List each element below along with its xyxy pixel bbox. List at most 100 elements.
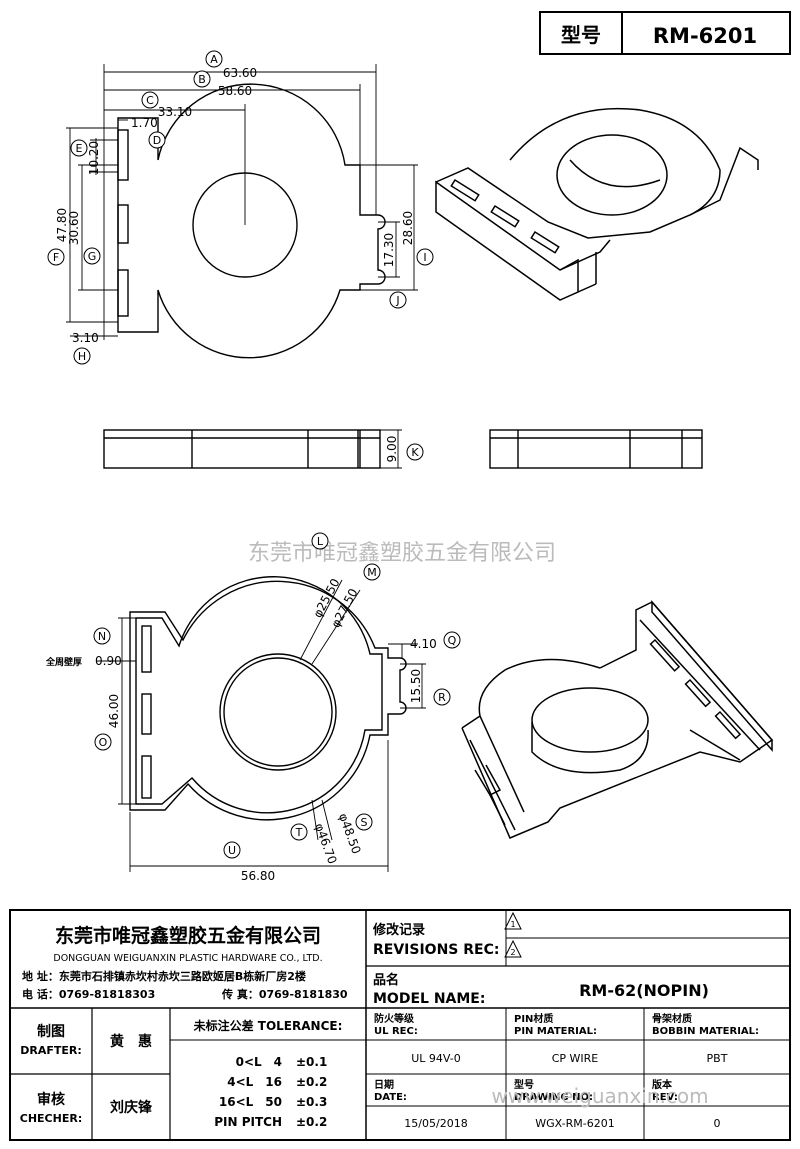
dim-i-value: 28.60 bbox=[401, 211, 415, 245]
dim-u-value: 56.80 bbox=[241, 869, 275, 883]
revision-2-mark: 2 bbox=[510, 948, 515, 957]
dim-e-value: 10.20 bbox=[87, 141, 101, 175]
watermark-center: 东莞市唯冠鑫塑胶五金有限公司 bbox=[248, 541, 556, 566]
ul-label-en: UL REC: bbox=[374, 1026, 418, 1037]
balloon-b: B bbox=[198, 73, 206, 86]
side-view-left-dim bbox=[380, 429, 402, 469]
balloon-m: M bbox=[367, 566, 377, 579]
tolerance-label: 未标注公差 TOLERANCE: bbox=[193, 1018, 343, 1033]
company-address: 地 址：东莞市石排镇赤坎村赤坎三路欧姬居B栋新厂房2楼 bbox=[22, 969, 306, 983]
dim-o-value: 46.00 bbox=[107, 694, 121, 728]
bobbin-label-en: BOBBIN MATERIAL: bbox=[652, 1026, 759, 1037]
dim-h-value: 3.10 bbox=[72, 331, 99, 345]
tolerance-range-4: PIN PITCH bbox=[214, 1115, 282, 1129]
tolerance-value-2: ±0.2 bbox=[296, 1075, 327, 1089]
bobbin-label-cn: 骨架材质 bbox=[652, 1012, 692, 1025]
balloon-h: H bbox=[78, 350, 86, 363]
part-number: RM-6201 bbox=[653, 24, 757, 48]
date-label-cn: 日期 bbox=[374, 1078, 394, 1091]
dim-n-value: 0.90 bbox=[95, 654, 122, 668]
drafter-label-cn: 制图 bbox=[37, 1023, 65, 1040]
tolerance-value-4: ±0.2 bbox=[296, 1115, 327, 1129]
dim-c-value: 33.10 bbox=[158, 105, 192, 119]
checker-label-cn: 审核 bbox=[37, 1091, 65, 1108]
dim-a-value: 63.60 bbox=[223, 66, 257, 80]
model-label-en: MODEL NAME: bbox=[373, 991, 485, 1007]
balloon-f: F bbox=[53, 251, 59, 264]
dim-k-value: 9.00 bbox=[385, 436, 399, 463]
tolerance-range-2: 4<L 16 bbox=[227, 1075, 282, 1089]
balloon-t: T bbox=[295, 826, 303, 839]
tolerance-value-3: ±0.3 bbox=[296, 1095, 327, 1109]
balloon-k: K bbox=[411, 446, 419, 459]
balloon-s: S bbox=[361, 816, 368, 829]
revisions-label-cn: 修改记录 bbox=[372, 922, 425, 938]
side-view-right bbox=[489, 429, 703, 469]
company-fax: 传 真：0769-8181830 bbox=[221, 987, 348, 1001]
isometric-view-bottom bbox=[461, 599, 774, 839]
dim-n-prefix: 全周壁厚 bbox=[45, 656, 82, 668]
balloons-bottom bbox=[93, 532, 461, 859]
rev-label-cn: 版本 bbox=[652, 1078, 673, 1091]
dim-t-value: φ46.70 bbox=[312, 821, 340, 866]
balloon-i: I bbox=[423, 251, 426, 264]
tolerance-range-3: 16<L 50 bbox=[219, 1095, 282, 1109]
balloon-j: J bbox=[395, 294, 399, 307]
date-label-en: DATE: bbox=[374, 1092, 407, 1103]
dim-f-value: 47.80 bbox=[55, 208, 69, 242]
balloon-o: O bbox=[99, 736, 108, 749]
balloon-e: E bbox=[76, 142, 83, 155]
title-header bbox=[539, 11, 791, 55]
company-name-cn: 东莞市唯冠鑫塑胶五金有限公司 bbox=[55, 924, 321, 947]
checker-name: 刘庆锋 bbox=[110, 1099, 153, 1116]
pin-material-value: CP WIRE bbox=[552, 1052, 599, 1065]
isometric-view-top bbox=[435, 107, 759, 301]
rev-label-en: REV: bbox=[652, 1092, 678, 1103]
ul-value: UL 94V-0 bbox=[411, 1052, 461, 1065]
tolerance-range-1: 0<L 4 bbox=[236, 1055, 282, 1069]
drafter-label-en: DRAFTER: bbox=[20, 1044, 82, 1057]
balloon-u: U bbox=[228, 844, 236, 857]
balloon-l: L bbox=[317, 535, 324, 548]
dim-g-value: 30.60 bbox=[67, 211, 81, 245]
type-label: 型号 bbox=[561, 23, 601, 47]
rev-value: 0 bbox=[714, 1117, 721, 1130]
dim-q-value: 4.10 bbox=[410, 637, 437, 651]
company-tel: 电 话：0769-81818303 bbox=[22, 987, 155, 1001]
model-name-value: RM-62(NOPIN) bbox=[579, 981, 709, 1000]
ul-label-cn: 防火等级 bbox=[374, 1012, 415, 1025]
drawing-no-label-en: DRAWING NO: bbox=[514, 1092, 593, 1103]
revisions-label-en: REVISIONS REC: bbox=[373, 942, 499, 958]
bobbin-material-value: PBT bbox=[707, 1052, 728, 1065]
dim-b-value: 58.60 bbox=[218, 84, 252, 98]
watermark-url: www.weiguanxin.com bbox=[491, 1084, 708, 1108]
balloon-r: R bbox=[438, 691, 446, 704]
revision-1-mark: 1 bbox=[510, 920, 515, 929]
side-view-left bbox=[103, 429, 381, 469]
company-name-en: DONGGUAN WEIGUANXIN PLASTIC HARDWARE CO.… bbox=[53, 953, 322, 964]
tolerance-value-1: ±0.1 bbox=[296, 1055, 327, 1069]
top-view bbox=[117, 83, 386, 359]
pin-label-en: PIN MATERIAL: bbox=[514, 1026, 597, 1037]
balloon-d: D bbox=[153, 134, 161, 147]
top-view-dimension-lines bbox=[66, 64, 418, 340]
dim-r-value: 15.50 bbox=[409, 669, 423, 703]
bottom-view-dimension-lines bbox=[96, 579, 426, 872]
drawing-no-value: WGX-RM-6201 bbox=[535, 1117, 614, 1130]
balloon-c: C bbox=[146, 94, 154, 107]
dim-d-value: 1.70 bbox=[131, 116, 158, 130]
balloon-a: A bbox=[210, 53, 218, 66]
bottom-view bbox=[129, 576, 407, 821]
checker-label-en: CHECHER: bbox=[20, 1112, 82, 1125]
balloons-top bbox=[47, 50, 434, 461]
balloon-q: Q bbox=[448, 634, 457, 647]
drafter-name: 黄 惠 bbox=[110, 1033, 152, 1050]
date-value: 15/05/2018 bbox=[404, 1117, 467, 1130]
model-label-cn: 品名 bbox=[373, 972, 399, 988]
drawing-no-label-cn: 型号 bbox=[514, 1078, 534, 1091]
pin-label-cn: PIN材质 bbox=[514, 1012, 553, 1025]
balloon-n: N bbox=[98, 630, 106, 643]
dim-j-value: 17.30 bbox=[382, 233, 396, 267]
